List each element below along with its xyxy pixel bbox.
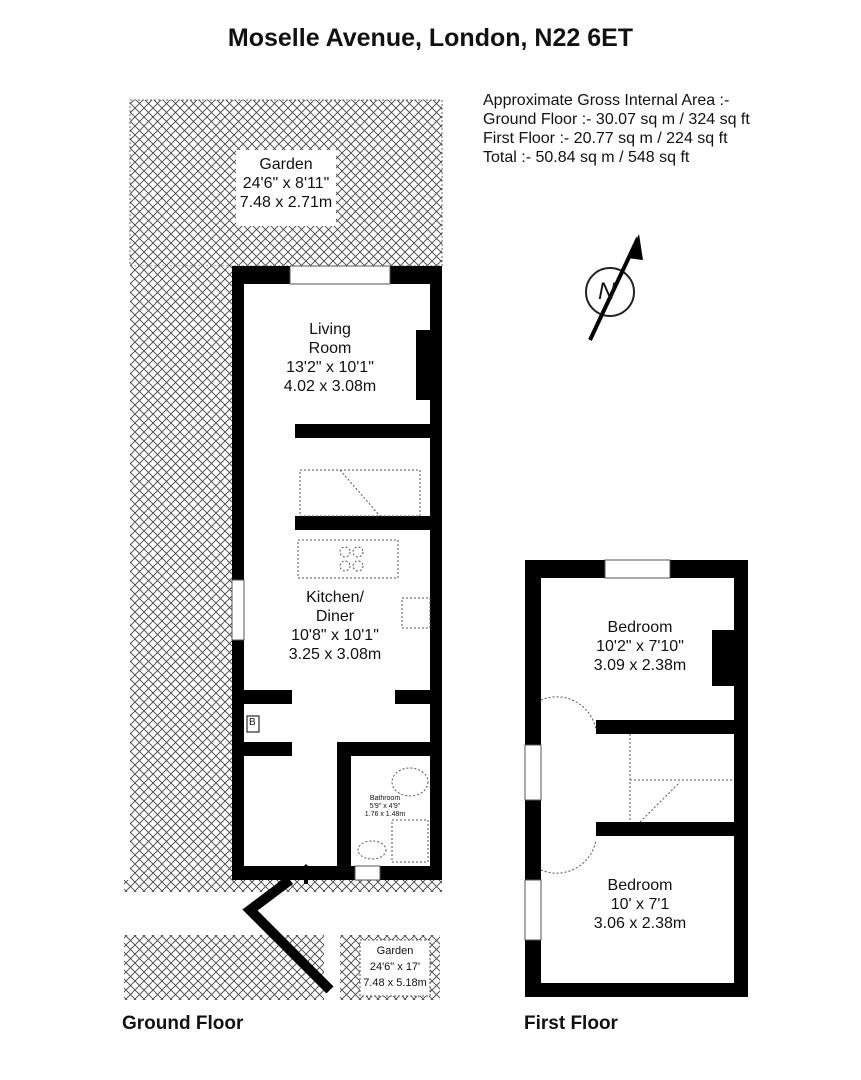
room-metric: 4.02 x 3.08m — [283, 378, 377, 395]
garden-label-bg — [236, 150, 336, 226]
area-first: First Floor :- 20.77 sq m / 224 sq ft — [483, 130, 728, 147]
room-imperial: 10'8" x 10'1" — [291, 627, 379, 644]
area-heading: Approximate Gross Internal Area :- — [483, 92, 730, 109]
entrance-arrow-icon — [298, 864, 314, 884]
room-metric: 1.76 x 1.48m — [364, 811, 406, 818]
room-bedroom-2: Bedroom 10' x 7'1 3.06 x 2.38m — [575, 876, 705, 933]
room-imperial: 10'2" x 7'10" — [596, 638, 684, 655]
garden-hatch — [124, 99, 443, 1000]
ground-floor-walls — [232, 266, 442, 880]
room-name: Bedroom — [607, 619, 673, 636]
room-garden-front: Garden 24'6" x 17' 7.48 x 5.18m — [360, 943, 430, 991]
room-bathroom: Bathroom 5'9" x 4'9" 1.76 x 1.48m — [355, 795, 415, 819]
room-metric: 3.06 x 2.38m — [593, 915, 687, 932]
room-name: Bathroom — [369, 795, 401, 802]
first-floor-label: First Floor — [524, 1013, 618, 1034]
room-name: Garden — [259, 156, 313, 173]
room-name: Living Room — [308, 321, 352, 357]
boiler-label: B — [249, 717, 256, 728]
room-metric: 3.25 x 3.08m — [288, 646, 382, 663]
room-name: Bedroom — [607, 877, 673, 894]
room-name: Kitchen/ Diner — [306, 589, 364, 625]
room-living-room: Living Room 13'2" x 10'1" 4.02 x 3.08m — [270, 320, 390, 396]
page-title: Moselle Avenue, London, N22 6ET — [227, 24, 634, 52]
ground-floor-label: Ground Floor — [122, 1013, 244, 1034]
room-bedroom-1: Bedroom 10'2" x 7'10" 3.09 x 2.38m — [575, 618, 705, 675]
room-imperial: 10' x 7'1 — [610, 896, 670, 913]
room-imperial: 24'6" x 17' — [369, 961, 421, 973]
compass-icon — [585, 234, 643, 341]
gross-internal-area: Approximate Gross Internal Area :- Groun… — [483, 91, 750, 167]
room-garden-rear: Garden 24'6" x 8'11" 7.48 x 2.71m — [236, 155, 336, 212]
room-imperial: 13'2" x 10'1" — [286, 359, 374, 376]
room-imperial: 5'9" x 4'9" — [369, 803, 401, 810]
room-kitchen-diner: Kitchen/ Diner 10'8" x 10'1" 3.25 x 3.08… — [270, 588, 400, 664]
room-metric: 7.48 x 2.71m — [239, 194, 333, 211]
compass-north-label: N — [598, 278, 616, 305]
room-metric: 3.09 x 2.38m — [593, 657, 687, 674]
fixtures — [297, 469, 431, 863]
room-metric: 7.48 x 5.18m — [363, 977, 427, 989]
area-ground: Ground Floor :- 30.07 sq m / 324 sq ft — [483, 111, 750, 128]
room-name: Garden — [376, 945, 414, 957]
area-total: Total :- 50.84 sq m / 548 sq ft — [483, 149, 690, 166]
room-imperial: 24'6" x 8'11" — [242, 175, 330, 192]
